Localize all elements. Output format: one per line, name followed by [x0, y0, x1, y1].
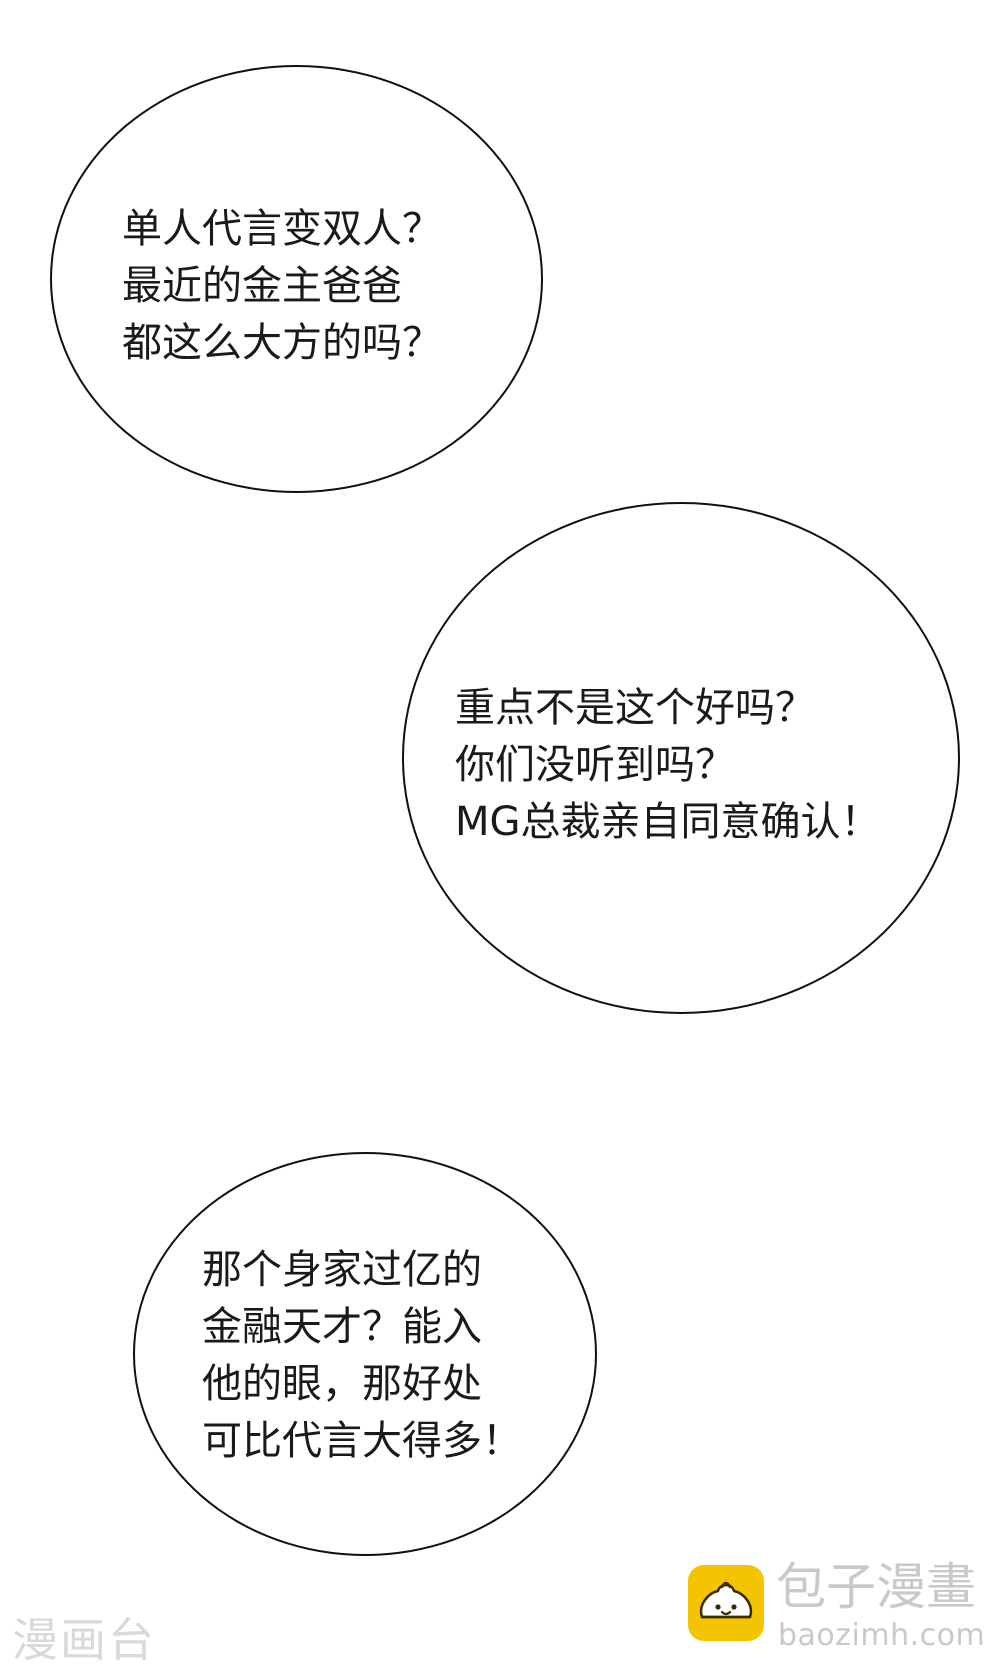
speech-bubble-3: [133, 1152, 597, 1556]
speech-bubble-1-line-2: 最近的金主爸爸: [122, 263, 402, 309]
speech-bubble-2-line-3: MG总裁亲自同意确认！: [455, 799, 881, 845]
baozimh-watermark: 包子漫畫 baozimh.com: [688, 1557, 988, 1667]
bun-mascot-icon: [688, 1565, 764, 1641]
speech-bubble-3-line-2: 金融天才？能入: [202, 1304, 482, 1350]
manhuatai-watermark: 漫画台: [12, 1613, 156, 1667]
speech-bubble-1-text: 单人代言变双人？ 最近的金主爸爸 都这么大方的吗？: [122, 201, 442, 372]
speech-bubble-2: [402, 502, 960, 1014]
speech-bubble-2-line-1: 重点不是这个好吗？: [455, 685, 815, 731]
baozimh-url-text: baozimh.com: [778, 1618, 986, 1653]
baozimh-brand-text: 包子漫畫: [776, 1558, 976, 1616]
speech-bubble-2-text: 重点不是这个好吗？ 你们没听到吗？ MG总裁亲自同意确认！: [455, 680, 881, 851]
speech-bubble-1-line-3: 都这么大方的吗？: [122, 320, 442, 366]
speech-bubble-3-line-4: 可比代言大得多！: [202, 1418, 522, 1464]
speech-bubble-3-line-1: 那个身家过亿的: [202, 1247, 482, 1293]
speech-bubble-1: [50, 65, 543, 493]
speech-bubble-1-line-1: 单人代言变双人？: [122, 206, 442, 252]
speech-bubble-3-line-3: 他的眼，那好处: [202, 1361, 482, 1407]
speech-bubble-3-text: 那个身家过亿的 金融天才？能入 他的眼，那好处 可比代言大得多！: [202, 1242, 522, 1470]
speech-bubble-2-line-2: 你们没听到吗？: [455, 742, 735, 788]
